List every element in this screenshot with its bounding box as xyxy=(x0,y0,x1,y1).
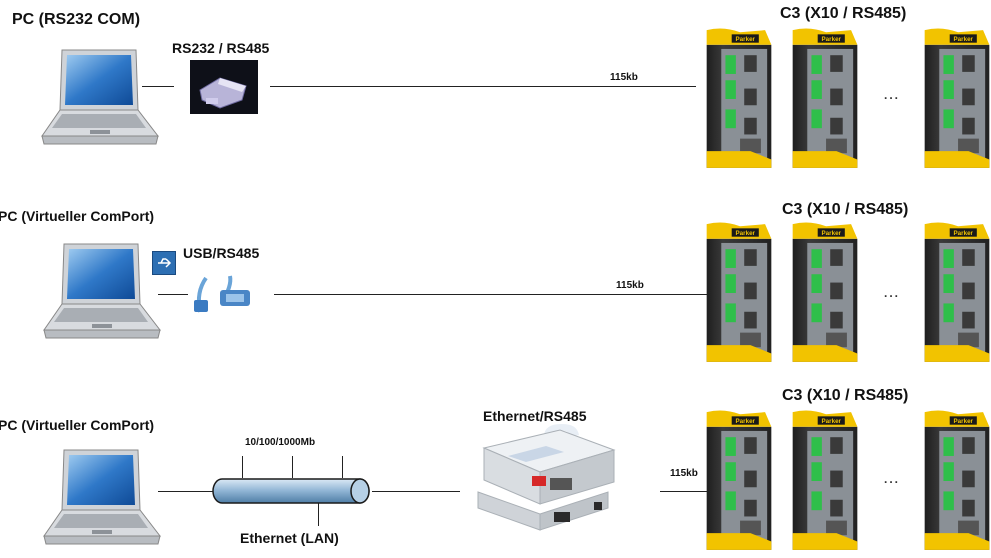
lan-label: Ethernet (LAN) xyxy=(240,530,339,546)
c3-drive-icon xyxy=(786,408,864,554)
ethernet-rs485-converter-icon xyxy=(477,429,616,531)
adapter-label-rs232: RS232 / RS485 xyxy=(172,40,270,56)
laptop-icon xyxy=(40,242,164,342)
rs232-adapter-icon xyxy=(190,60,258,114)
connector-line xyxy=(142,86,174,87)
c3-drive-icon xyxy=(700,26,778,172)
rs485-line xyxy=(270,86,696,87)
adapter-label-ethernet: Ethernet/RS485 xyxy=(483,408,587,424)
pc-label-row2: PC (Virtueller ComPort) xyxy=(0,208,155,224)
speed-label: 115kb xyxy=(616,280,644,291)
c3-drive-icon xyxy=(918,26,991,172)
drive-group-label-row2: C3 (X10 / RS485) xyxy=(782,201,909,218)
laptop-icon xyxy=(38,48,162,148)
ethernet-cable-icon xyxy=(212,478,370,504)
c3-drive-icon xyxy=(700,408,778,554)
speed-label: 115kb xyxy=(670,468,698,479)
ellipsis: ... xyxy=(884,88,901,102)
c3-drive-icon xyxy=(700,220,778,366)
c3-drive-icon xyxy=(918,220,991,366)
adapter-label-usb: USB/RS485 xyxy=(183,245,260,261)
usb-icon xyxy=(152,251,176,275)
rs485-line xyxy=(660,491,710,492)
connector-line xyxy=(158,491,218,492)
drive-group-label-row3: C3 (X10 / RS485) xyxy=(782,387,909,404)
lan-tick xyxy=(242,456,243,478)
lan-tick xyxy=(342,456,343,478)
usb-rs485-cable-icon xyxy=(194,275,250,313)
drive-group-label-row1: C3 (X10 / RS485) xyxy=(780,5,907,22)
lan-tick xyxy=(318,500,319,526)
rs485-line xyxy=(274,294,708,295)
c3-drive-icon xyxy=(918,408,991,554)
ellipsis: ... xyxy=(884,472,901,486)
lan-line xyxy=(372,491,460,492)
connector-line xyxy=(158,294,188,295)
c3-drive-icon xyxy=(786,220,864,366)
laptop-icon xyxy=(40,448,164,548)
lan-tick xyxy=(292,456,293,478)
lan-speed-label: 10/100/1000Mb xyxy=(245,437,316,448)
ellipsis: ... xyxy=(884,286,901,300)
pc-label-row1: PC (RS232 COM) xyxy=(12,11,141,28)
speed-label: 115kb xyxy=(610,72,638,83)
c3-drive-icon xyxy=(786,26,864,172)
pc-label-row3: PC (Virtueller ComPort) xyxy=(0,417,155,433)
